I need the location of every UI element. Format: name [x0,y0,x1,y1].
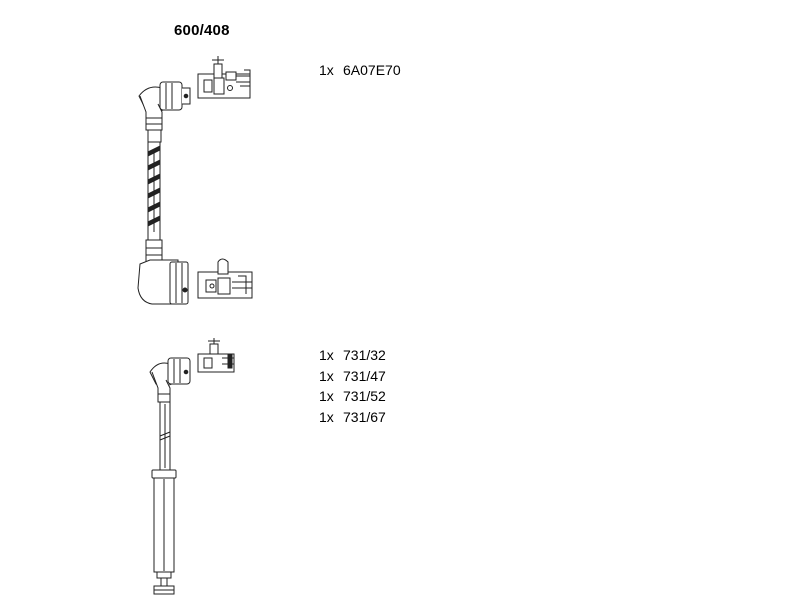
upper-connector-detail [197,56,251,99]
straight-boot [151,469,177,595]
long-ignition-lead [137,56,253,305]
angled-boot [149,357,191,403]
part-row: 1x 731/32 [319,345,386,366]
part-code: 6A07E70 [343,62,401,78]
upper-angled-boot [138,81,191,143]
part-code: 731/67 [343,408,386,425]
part-row: 1x 731/52 [319,386,386,407]
part-quantity: 1x [319,62,334,78]
connector-detail [197,338,235,373]
part-quantity: 1x [319,408,334,425]
spiral-wrapped-cable [147,141,161,241]
part-quantity: 1x [319,347,334,363]
part-quantity: 1x [319,388,334,404]
cable [159,401,171,471]
part-row: 1x 731/47 [319,366,386,387]
set-number: 600/408 [174,22,230,39]
short-ignition-lead [149,338,235,595]
part-code: 731/52 [343,388,386,404]
parts-list-top: 1x 6A07E70 [319,60,401,81]
lower-angled-boot [137,239,189,305]
part-code: 731/47 [343,367,386,384]
part-row: 1x 6A07E70 [319,60,401,81]
parts-list-bottom: 1x 731/32 1x 731/47 1x 731/52 1x 731/67 [319,345,386,427]
lower-connector-detail [197,258,253,299]
part-code: 731/32 [343,347,386,363]
part-row: 1x 731/67 [319,407,386,428]
part-quantity: 1x [319,367,334,384]
